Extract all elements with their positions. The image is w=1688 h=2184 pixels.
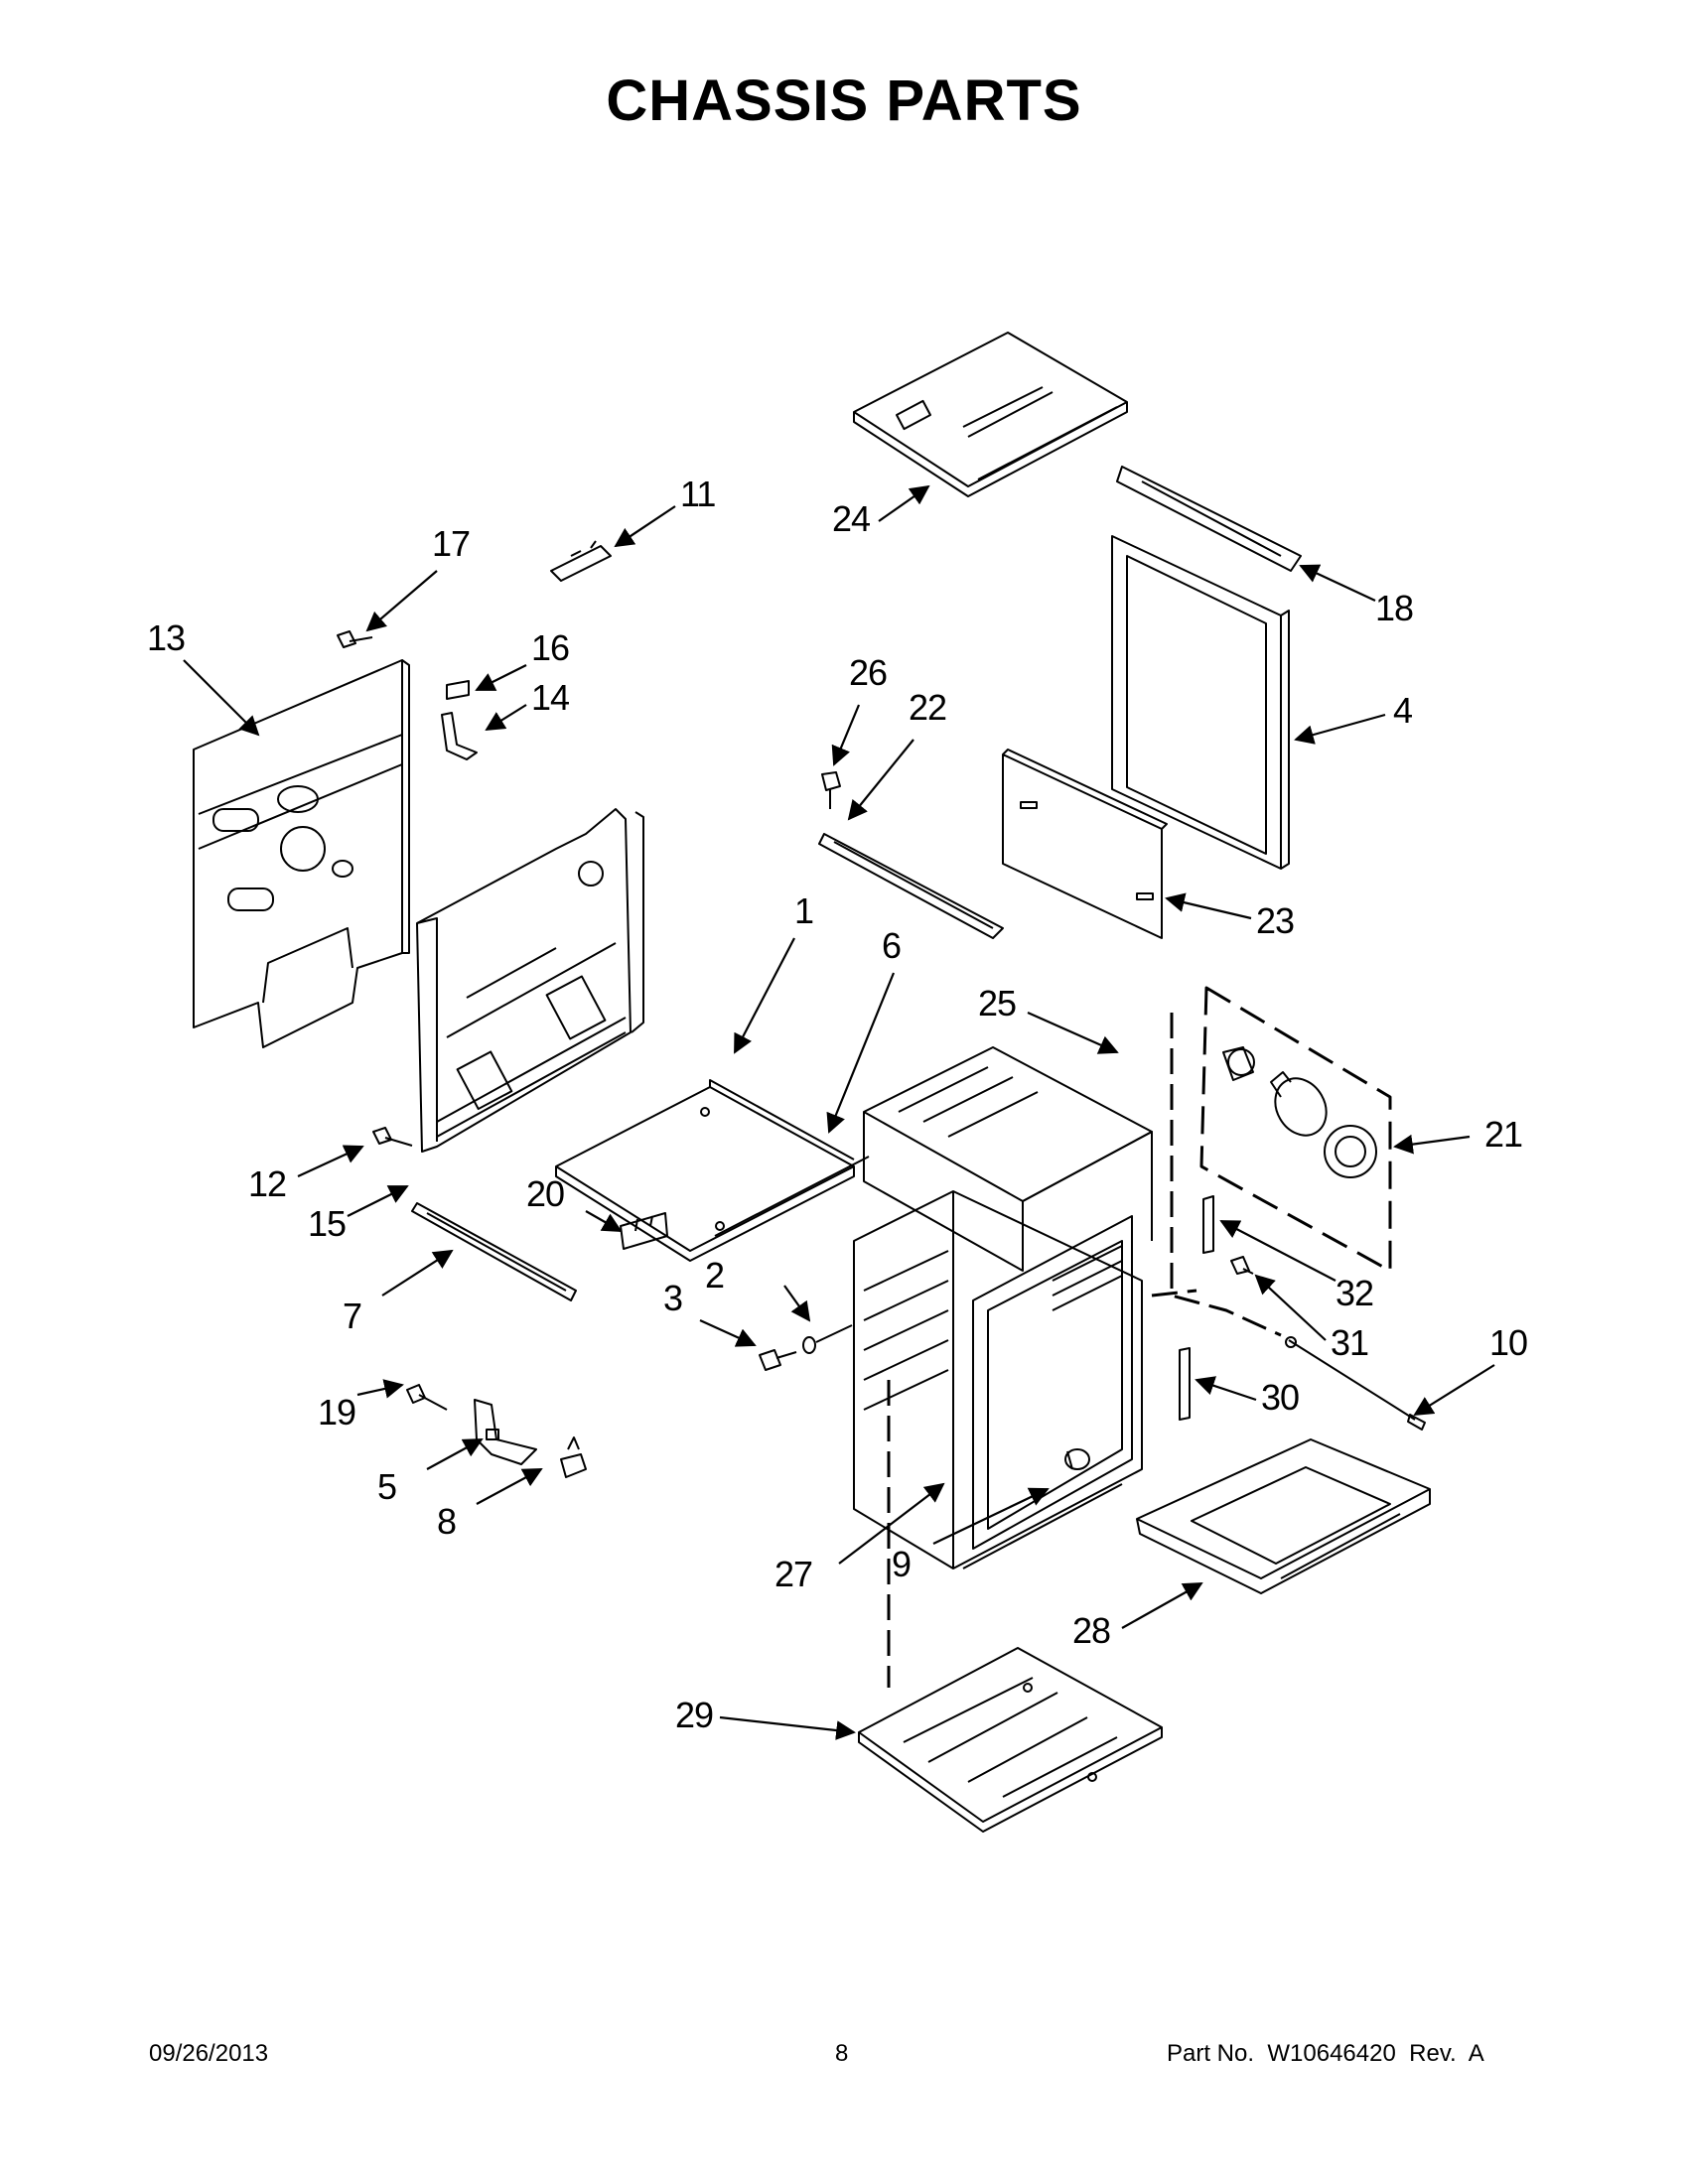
callout-labels: 1 2 3 4 5 6 7 8 9 10 11 12 13 14 15 16 1… xyxy=(147,474,1528,1735)
part-13-rear-panel xyxy=(193,659,410,1048)
callout-19: 19 xyxy=(318,1392,355,1433)
part-11-bracket xyxy=(550,540,612,582)
callout-32: 32 xyxy=(1336,1273,1373,1313)
callout-28: 28 xyxy=(1072,1610,1110,1651)
part-29-bottom-panel xyxy=(858,1647,1163,1833)
callout-27: 27 xyxy=(774,1554,812,1594)
part-24-top-panel xyxy=(853,332,1128,497)
part-14-clip xyxy=(441,712,478,760)
part-1-tray xyxy=(555,1079,855,1262)
callout-1: 1 xyxy=(794,890,813,931)
part-25-oven-cavity xyxy=(853,1046,1153,1570)
part-17-screw xyxy=(337,630,373,648)
callout-20: 20 xyxy=(526,1173,564,1214)
part-20-clip xyxy=(620,1212,668,1250)
part-8-leveling-leg xyxy=(560,1436,587,1478)
part-30-bracket xyxy=(1179,1347,1191,1421)
part-26-screw xyxy=(821,771,841,809)
callout-22: 22 xyxy=(909,687,946,728)
footer-page-number: 8 xyxy=(835,2040,849,2067)
part-4-frame xyxy=(1111,535,1290,870)
footer-part-number: Part No. W10646420 Rev. A xyxy=(1167,2040,1484,2067)
callout-17: 17 xyxy=(432,523,470,564)
callout-7: 7 xyxy=(343,1296,361,1336)
callout-15: 15 xyxy=(308,1203,346,1244)
part-22-rail xyxy=(818,833,1004,939)
part-3-screw xyxy=(759,1349,797,1371)
part-27-bumper xyxy=(1064,1448,1090,1470)
callout-24: 24 xyxy=(832,498,870,539)
callout-11: 11 xyxy=(680,474,715,514)
part-21-light-assembly xyxy=(1199,986,1392,1273)
callout-2: 2 xyxy=(705,1255,724,1296)
part-31-screw xyxy=(1230,1256,1254,1275)
part-6-rod xyxy=(714,1156,870,1237)
part-19-screw xyxy=(406,1384,448,1411)
part-16-clip xyxy=(446,680,470,700)
callout-30: 30 xyxy=(1261,1377,1299,1418)
part-32-bracket xyxy=(1202,1195,1214,1254)
callout-26: 26 xyxy=(849,652,887,693)
callout-10: 10 xyxy=(1489,1322,1527,1363)
part-28-door-glass xyxy=(1136,1438,1431,1594)
part-18-trim-strip xyxy=(1116,466,1302,572)
callout-12: 12 xyxy=(248,1163,286,1204)
part-23-panel xyxy=(1002,749,1168,939)
callout-5: 5 xyxy=(377,1466,396,1507)
assembly-guide-lines xyxy=(887,1013,1282,1688)
part-2-washer xyxy=(802,1324,853,1354)
callout-23: 23 xyxy=(1256,900,1294,941)
callout-9: 9 xyxy=(892,1544,911,1584)
part-10-sensor xyxy=(1285,1336,1426,1431)
callout-31: 31 xyxy=(1331,1322,1368,1363)
callout-21: 21 xyxy=(1484,1114,1522,1155)
callout-6: 6 xyxy=(882,925,901,966)
callout-16: 16 xyxy=(531,627,569,668)
callout-8: 8 xyxy=(437,1501,456,1542)
callout-25: 25 xyxy=(978,983,1016,1024)
footer-date: 09/26/2013 xyxy=(149,2040,269,2067)
callout-29: 29 xyxy=(675,1695,713,1735)
part-15-side-frame xyxy=(416,808,644,1153)
callout-leaders xyxy=(183,484,1495,1740)
part-5-bracket xyxy=(474,1399,537,1465)
callout-18: 18 xyxy=(1375,588,1413,628)
callout-3: 3 xyxy=(663,1278,682,1318)
callout-4: 4 xyxy=(1393,690,1412,731)
part-7-rail xyxy=(411,1202,577,1301)
callout-13: 13 xyxy=(147,617,185,658)
page-title: CHASSIS PARTS xyxy=(606,68,1082,133)
callout-14: 14 xyxy=(531,677,569,718)
part-12-screw xyxy=(372,1127,413,1147)
